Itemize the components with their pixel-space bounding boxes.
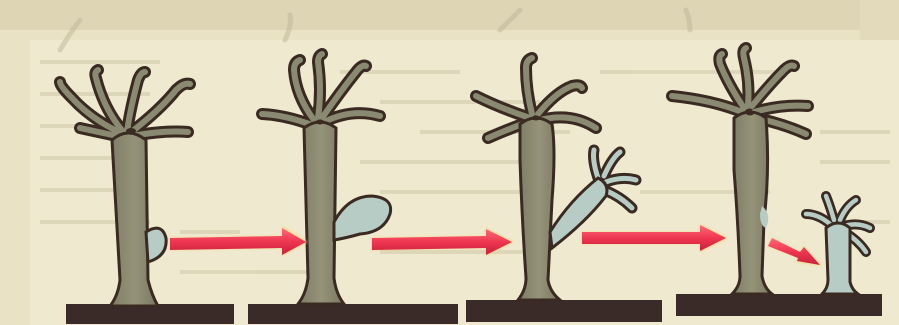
hypostome-mouth: [126, 128, 136, 134]
substrate-stage-4: [676, 294, 882, 316]
substrate-stage-2: [248, 304, 458, 324]
substrate-stage-3: [466, 300, 662, 322]
